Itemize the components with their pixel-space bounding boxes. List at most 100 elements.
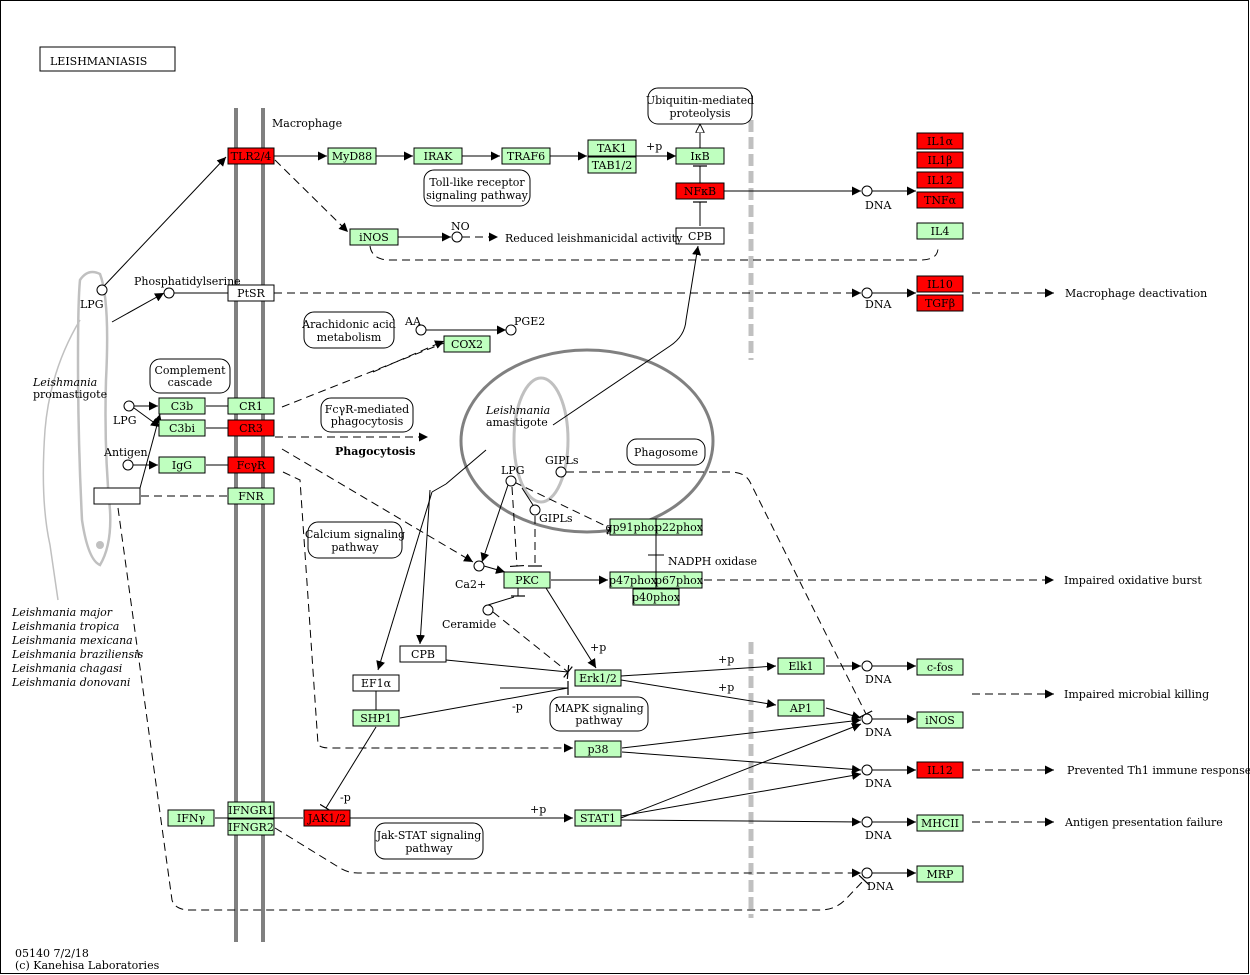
- gene-box-cr3[interactable]: CR3: [227, 419, 275, 437]
- gene-box-ifngr2[interactable]: IFNGR2: [227, 818, 275, 836]
- pathway-tlr[interactable]: Toll-like receptor signaling pathway: [423, 169, 531, 207]
- gene-box-tgfb[interactable]: TGFβ: [916, 294, 964, 312]
- species-label: Leishmania braziliensis: [11, 648, 144, 661]
- amastigote-label-2: amastigote: [486, 416, 548, 429]
- gene-box-p67phox[interactable]: p67phox: [655, 571, 704, 589]
- gene-box-elk1[interactable]: Elk1: [777, 657, 825, 675]
- gene-label: p67phox: [655, 574, 704, 587]
- gene-label: NFκB: [684, 185, 716, 198]
- pathway-mapk[interactable]: MAPK signaling pathway: [549, 696, 649, 732]
- footer-id: 05140 7/2/18: [15, 947, 89, 960]
- gene-label: PtSR: [237, 287, 265, 300]
- gene-box-shp1[interactable]: SHP1: [352, 709, 400, 727]
- gene-box-il1a[interactable]: IL1α: [916, 132, 964, 150]
- gene-label: IL1β: [927, 154, 952, 167]
- gene-label: IL4: [931, 225, 950, 238]
- gene-box-il4[interactable]: IL4: [916, 222, 964, 240]
- gene-label: gp91phox: [605, 521, 661, 534]
- gene-box-p40phox[interactable]: p40phox: [632, 588, 681, 606]
- gene-box-stat1[interactable]: STAT1: [574, 809, 622, 827]
- gene-label: MHCII: [921, 817, 959, 830]
- dna-label: DNA: [865, 726, 892, 739]
- gene-box-ptsr[interactable]: PtSR: [227, 284, 275, 302]
- gene-box-pkc[interactable]: PKC: [503, 571, 551, 589]
- gene-box-inos-right[interactable]: iNOS: [916, 711, 964, 729]
- gene-box-mrp[interactable]: MRP: [916, 865, 964, 883]
- pathway-phagosome[interactable]: Phagosome: [626, 438, 706, 466]
- gene-label: FcγR: [237, 459, 266, 472]
- svg-text:Phagosome: Phagosome: [634, 446, 698, 459]
- gene-box-irak[interactable]: IRAK: [413, 147, 463, 165]
- species-label: Leishmania mexicana: [11, 634, 133, 647]
- gene-box-c3b[interactable]: C3b: [158, 397, 206, 415]
- gene-box-il12-right[interactable]: IL12: [916, 761, 964, 779]
- species-label: Leishmania donovani: [11, 676, 130, 689]
- pathway-fcgr[interactable]: FcγR-mediated phagocytosis: [320, 397, 414, 433]
- gene-box-gp63[interactable]: [93, 487, 141, 505]
- gene-box-mhcii[interactable]: MHCII: [916, 814, 964, 832]
- pathway-arachidonic[interactable]: Arachidonic acid metabolism: [301, 311, 396, 349]
- gene-box-cpb-top[interactable]: CPB: [675, 227, 725, 245]
- gene-box-c3bi[interactable]: C3bi: [158, 419, 206, 437]
- promastigote-flagellum: [42, 319, 81, 601]
- dna-label: DNA: [867, 880, 894, 893]
- gene-box-p38[interactable]: p38: [574, 740, 622, 758]
- gene-label: C3bi: [169, 422, 195, 435]
- gene-box-gp91phox[interactable]: gp91phox: [605, 518, 661, 536]
- svg-text:pathway: pathway: [331, 541, 379, 554]
- gene-label: Erk1/2: [579, 672, 617, 685]
- pathway-complement[interactable]: Complement cascade: [149, 358, 231, 394]
- gene-label: c-fos: [927, 661, 954, 674]
- gene-label: MyD88: [332, 150, 372, 163]
- gene-box-ifng[interactable]: IFNγ: [167, 809, 215, 827]
- pathway-calcium[interactable]: Calcium signaling pathway: [305, 521, 405, 559]
- gene-box-ikb[interactable]: IκB: [675, 147, 725, 165]
- pathway-ubiquitin[interactable]: Ubiquitin-mediated proteolysis: [646, 87, 754, 125]
- gene-label: COX2: [451, 338, 483, 351]
- gene-box-erk12[interactable]: Erk1/2: [574, 669, 622, 687]
- svg-text:metabolism: metabolism: [317, 331, 382, 344]
- species-label: Leishmania tropica: [11, 620, 119, 633]
- gene-label: Elk1: [788, 660, 813, 673]
- outcome-impaired-microbial-killing: Impaired microbial killing: [1064, 688, 1209, 701]
- gene-box-il10[interactable]: IL10: [916, 275, 964, 293]
- gene-box-tab12[interactable]: TAB1/2: [587, 156, 637, 174]
- antigen-label: Antigen: [103, 446, 148, 459]
- gene-box-p22phox[interactable]: p22phox: [655, 518, 704, 536]
- gene-box-cr1[interactable]: CR1: [227, 397, 275, 415]
- gene-label: iNOS: [925, 714, 955, 727]
- gene-box-tnfa[interactable]: TNFα: [916, 191, 964, 209]
- gene-box-tlr24[interactable]: TLR2/4: [227, 147, 275, 165]
- gene-box-nfkb[interactable]: NFκB: [675, 182, 725, 200]
- gene-box-fcgr[interactable]: FcγR: [227, 456, 275, 474]
- gene-label: IL1α: [927, 135, 954, 148]
- gene-box-cox2[interactable]: COX2: [443, 335, 491, 353]
- gene-label: IFNγ: [177, 812, 206, 825]
- gene-box-myd88[interactable]: MyD88: [327, 147, 377, 165]
- gene-box-jak12[interactable]: JAK1/2: [303, 809, 351, 827]
- gene-box-inos-top[interactable]: iNOS: [349, 228, 399, 246]
- minus-p-label: -p: [340, 791, 351, 804]
- gene-box-ap1[interactable]: AP1: [777, 699, 825, 717]
- dna-label: DNA: [865, 673, 892, 686]
- gene-label: TLR2/4: [231, 150, 272, 163]
- gene-box-igg[interactable]: IgG: [158, 456, 206, 474]
- gene-box-fnr[interactable]: FNR: [227, 487, 275, 505]
- gene-box-ef1a[interactable]: EF1α: [352, 674, 400, 692]
- no-label: NO: [451, 220, 470, 233]
- plus-p-label: +p: [530, 803, 546, 816]
- gene-box-il1b[interactable]: IL1β: [916, 151, 964, 169]
- gene-label: CPB: [411, 648, 435, 661]
- gene-box-il12-top[interactable]: IL12: [916, 171, 964, 189]
- pathway-jakstat[interactable]: Jak-STAT signaling pathway: [374, 822, 484, 860]
- svg-text:phagocytosis: phagocytosis: [331, 415, 404, 428]
- gene-box-cpb-mid[interactable]: CPB: [399, 645, 447, 663]
- gene-box-traf6[interactable]: TRAF6: [501, 147, 551, 165]
- gene-box-tak1[interactable]: TAK1: [587, 139, 637, 157]
- reduced-activity-label: Reduced leishmanicidal activity: [505, 232, 683, 245]
- gene-box-p47phox[interactable]: p47phox: [609, 571, 658, 589]
- lpg-left-label: LPG: [80, 298, 104, 311]
- svg-text:FcγR-mediated: FcγR-mediated: [325, 403, 409, 416]
- gene-box-ifngr1[interactable]: IFNGR1: [227, 801, 275, 819]
- gene-box-cfos[interactable]: c-fos: [916, 658, 964, 676]
